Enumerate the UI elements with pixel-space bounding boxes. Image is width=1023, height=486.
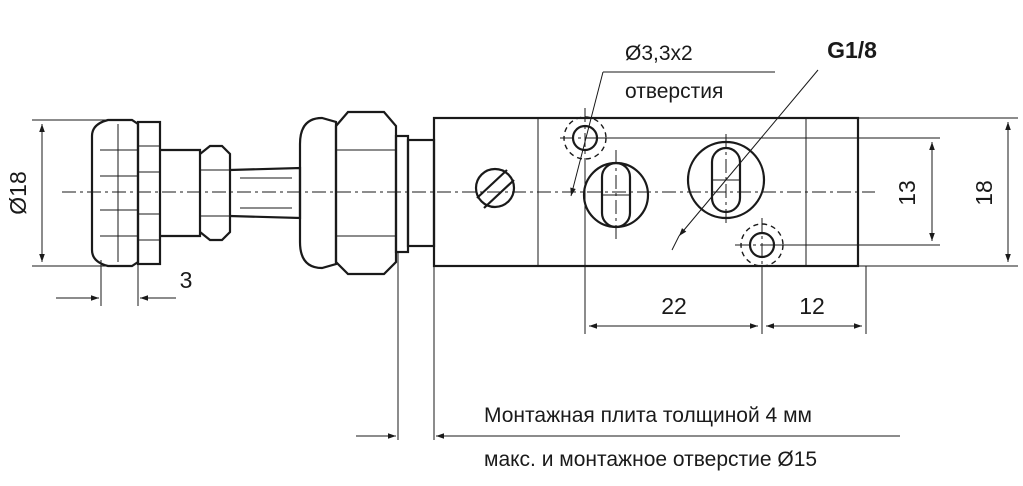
note-line-2: макс. и монтажное отверстие Ø15 [484, 448, 817, 471]
note-line-1: Монтажная плита толщиной 4 мм [484, 404, 812, 427]
mounting-plate-note: Монтажная плита толщиной 4 мм макс. и мо… [356, 404, 900, 471]
centre-lines [62, 108, 875, 272]
label-holes-size: Ø3,3x2 [625, 42, 693, 65]
callout-holes: Ø3,3x2 отверстия [570, 42, 775, 197]
callout-thread: G1/8 [671, 37, 877, 251]
label-thread: G1/8 [827, 37, 877, 63]
knurled-knob [90, 118, 162, 268]
dimension-3: 3 [56, 260, 192, 306]
dimension-13: 13 [595, 137, 940, 246]
dimension-22: 22 [584, 160, 763, 334]
label-dimension-3: 3 [180, 267, 193, 293]
label-diameter-18: Ø18 [5, 171, 31, 214]
screw-head [474, 167, 516, 209]
dimension-12: 12 [766, 266, 867, 334]
label-holes-word: отверстия [625, 80, 723, 103]
label-dimension-18: 18 [971, 180, 997, 206]
dimension-18: 18 [858, 117, 1018, 267]
label-dimension-22: 22 [661, 293, 687, 319]
dimension-diameter-18: Ø18 [5, 119, 108, 267]
stem [160, 144, 302, 242]
label-dimension-13: 13 [894, 180, 920, 206]
label-dimension-12: 12 [799, 293, 825, 319]
mounting-nut [298, 110, 436, 440]
